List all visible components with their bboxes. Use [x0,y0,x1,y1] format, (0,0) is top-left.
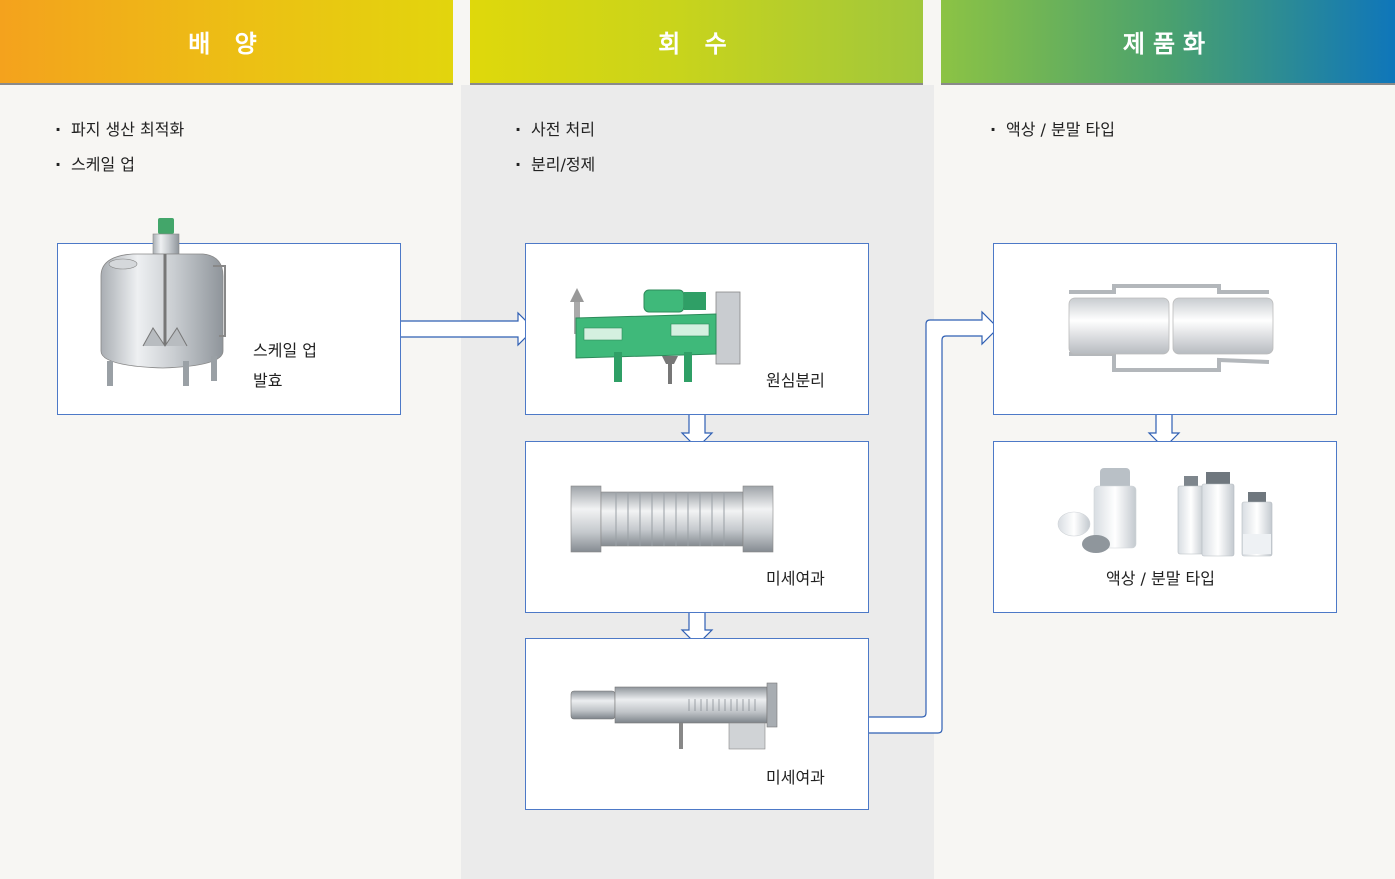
stage-title-culture: 배 양 [188,30,265,58]
fermenter-box: 스케일 업 발효 [57,218,401,415]
bullet-item: ·파지 생산 최적화 [55,120,185,139]
productization-bullet-list: ·액상 / 분말 타입 [990,112,1115,147]
recovery-bullet-list: ·사전 처리 ·분리/정제 [515,112,595,182]
centrifuge-icon [570,288,741,384]
centrifuge-label: 원심분리 [766,371,825,390]
microfiltration-label-2: 미세여과 [766,768,825,787]
elbow-arrow [868,310,999,734]
fermenter-tank-icon [100,218,226,386]
fermenter-label: 스케일 업 발효 [253,341,317,390]
microfiltration-box-2: 미세여과 [525,638,869,810]
vials-icon [1057,468,1273,557]
centrifuge-box: 원심분리 [525,243,869,415]
header-underline [941,83,1395,85]
stage-header-productization: 제품화 [941,0,1395,83]
filter-membrane-icon [570,485,774,553]
header-underline [470,83,923,85]
right-arrow [400,311,535,347]
culture-bullet-list: ·파지 생산 최적화 ·스케일 업 [55,112,184,182]
bullet-item: ·사전 처리 [515,120,595,139]
microfiltration-label-1: 미세여과 [766,569,825,588]
stage-header-recovery: 회 수 [470,0,923,83]
bullet-item: ·스케일 업 [55,155,135,174]
product-box: 액상 / 분말 타입 [993,441,1337,613]
microfiltration-box-1: 미세여과 [525,441,869,613]
header-underline [0,83,453,85]
stage-title-productization: 제품화 [1122,30,1214,58]
product-label: 액상 / 분말 타입 [1106,569,1215,588]
filter-housing-icon [570,682,778,750]
stage-header-culture: 배 양 [0,0,453,83]
bullet-item: ·분리/정제 [515,155,596,174]
bullet-item: ·액상 / 분말 타입 [990,120,1115,139]
dryer-box [993,243,1337,415]
drum-dryer-icon [1068,284,1274,372]
stage-title-recovery: 회 수 [658,30,735,58]
